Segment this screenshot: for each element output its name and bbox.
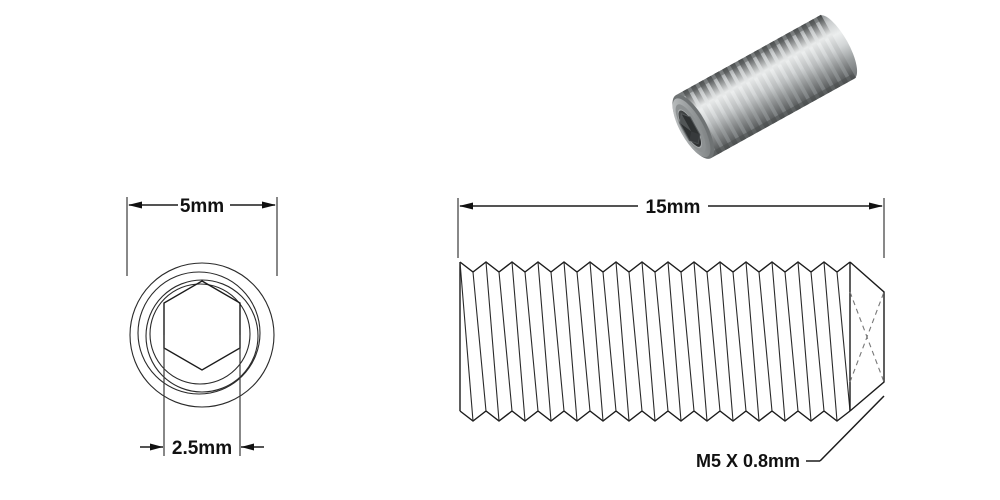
screw-body [675,14,858,159]
dimension-label-outer-diameter: 5mm [180,196,224,217]
side-view: 15mm [457,197,885,471]
hex-socket-icon [678,110,702,147]
thread-spec-note: M5 X 0.8mm [696,395,885,471]
hex-socket-outline [163,280,241,371]
thread-flanks [459,261,851,422]
end-view: 5mm 2.5mm [126,196,278,459]
thread-ridges [682,14,856,155]
dimension-label-overall-length: 15mm [646,197,701,218]
dimension-overall-length: 15mm [457,197,885,258]
dimension-socket-size: 2.5mm [140,335,264,459]
thread-profile [459,261,885,422]
chamfered-end [849,261,885,412]
dimension-label-socket-size: 2.5mm [172,438,232,459]
product-photo [672,14,858,159]
end-view-circles [129,262,275,408]
thread-spec-label: M5 X 0.8mm [696,451,800,471]
dimension-outer-diameter: 5mm [126,196,278,276]
